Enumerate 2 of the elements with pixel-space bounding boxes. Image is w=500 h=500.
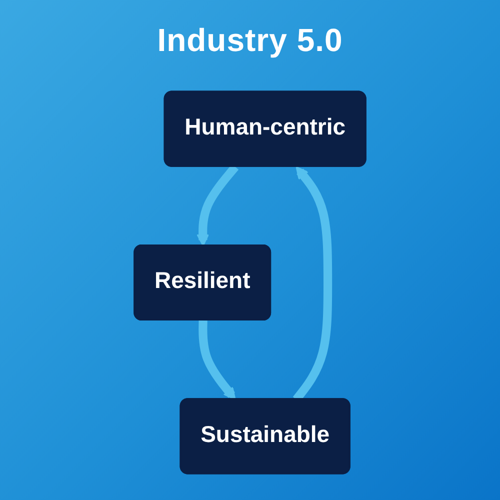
title: Industry 5.0 — [156, 21, 344, 59]
arrow — [198, 320, 236, 400]
